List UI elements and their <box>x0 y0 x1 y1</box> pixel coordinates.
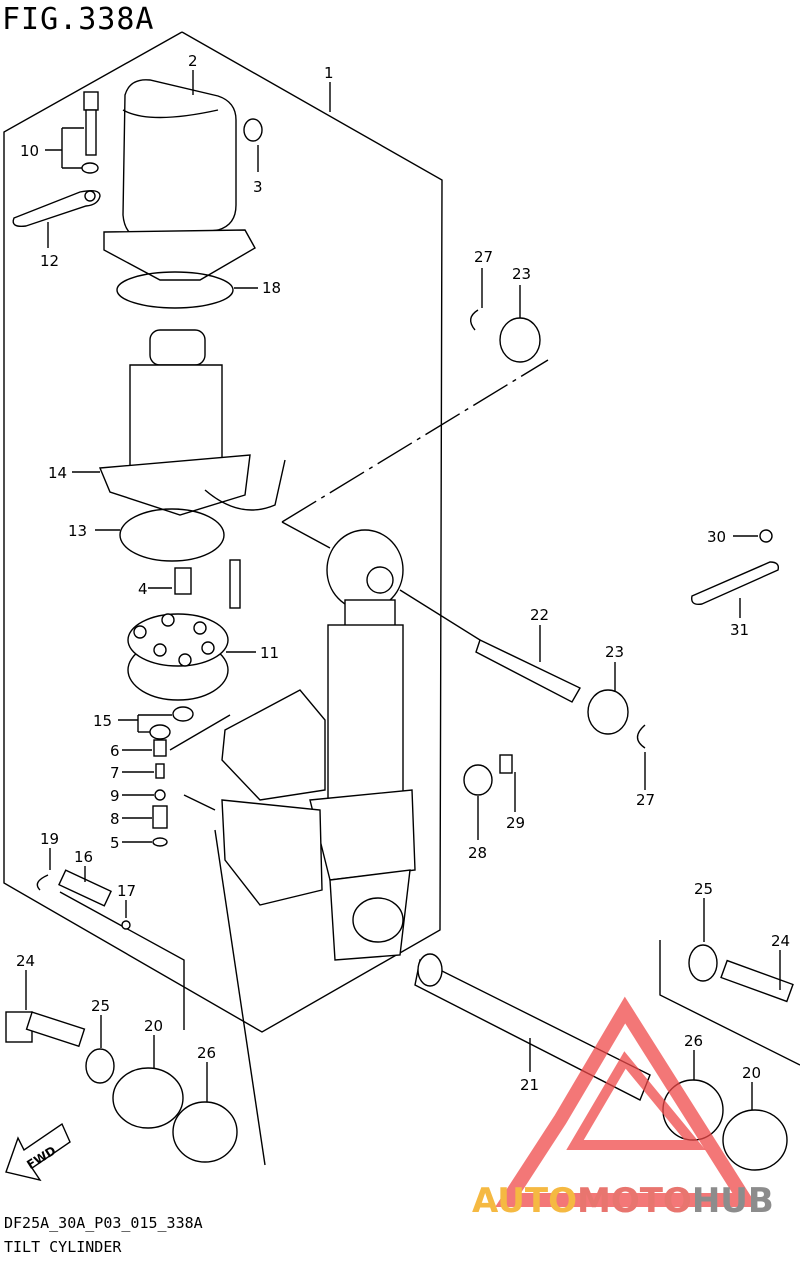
callout: 13 <box>68 522 87 540</box>
dashed-leaders <box>169 359 549 811</box>
callout: 16 <box>74 848 93 866</box>
callout: 27 <box>636 791 655 809</box>
callout: 8 <box>110 810 120 828</box>
callout: 29 <box>506 814 525 832</box>
callout: 21 <box>520 1076 539 1094</box>
tilt-cylinder <box>221 529 416 961</box>
svg-text:AUTOMOTOHUB: AUTOMOTOHUB <box>472 1181 774 1221</box>
small-parts <box>36 706 194 930</box>
bolt-10 <box>81 91 99 174</box>
callout: 22 <box>530 606 549 624</box>
callout: 25 <box>91 997 110 1015</box>
callout: 15 <box>93 712 112 730</box>
motor-14 <box>98 329 286 562</box>
watermark-moto: MOTO <box>577 1181 692 1221</box>
callout: 12 <box>40 252 59 270</box>
callout: 11 <box>260 644 279 662</box>
pin-22 <box>463 309 780 796</box>
callout: 2 <box>188 52 198 70</box>
callout-numbers: 1 2 3 10 12 18 27 23 14 13 30 4 11 22 23… <box>16 52 790 1094</box>
callout: 25 <box>694 880 713 898</box>
callout: 26 <box>197 1044 216 1062</box>
watermark-logo: AUTOMOTOHUB <box>472 996 774 1221</box>
callout: 23 <box>605 643 624 661</box>
watermark-auto: AUTO <box>472 1181 577 1221</box>
callout: 4 <box>138 580 148 598</box>
callout: 23 <box>512 265 531 283</box>
callout: 1 <box>324 64 334 82</box>
callout: 10 <box>20 142 39 160</box>
callout: 30 <box>707 528 726 546</box>
ground-strap-12 <box>12 189 101 228</box>
callout: 7 <box>110 764 120 782</box>
callout: 20 <box>742 1064 761 1082</box>
callout: 28 <box>468 844 487 862</box>
callout: 31 <box>730 621 749 639</box>
figure-description: TILT CYLINDER <box>4 1238 122 1256</box>
callout-leaders <box>25 70 781 1110</box>
fwd-arrow-icon: FWD <box>5 1122 71 1182</box>
assembly-frame <box>3 31 443 1033</box>
callout: 5 <box>110 834 120 852</box>
callout: 24 <box>16 952 35 970</box>
callout: 18 <box>262 279 281 297</box>
callout: 14 <box>48 464 67 482</box>
watermark-hub: HUB <box>692 1181 774 1221</box>
callout: 24 <box>771 932 790 950</box>
callout: 17 <box>117 882 136 900</box>
callout: 19 <box>40 830 59 848</box>
callout: 27 <box>474 248 493 266</box>
callout: 3 <box>253 178 263 196</box>
callout: 6 <box>110 742 120 760</box>
callout: 20 <box>144 1017 163 1035</box>
figure-title: FIG.338A <box>2 2 155 37</box>
pump-valve-11 <box>127 559 241 701</box>
motor-cover <box>103 79 263 309</box>
callout: 9 <box>110 787 120 805</box>
figure-code: DF25A_30A_P03_015_338A <box>4 1214 203 1232</box>
callout: 26 <box>684 1032 703 1050</box>
